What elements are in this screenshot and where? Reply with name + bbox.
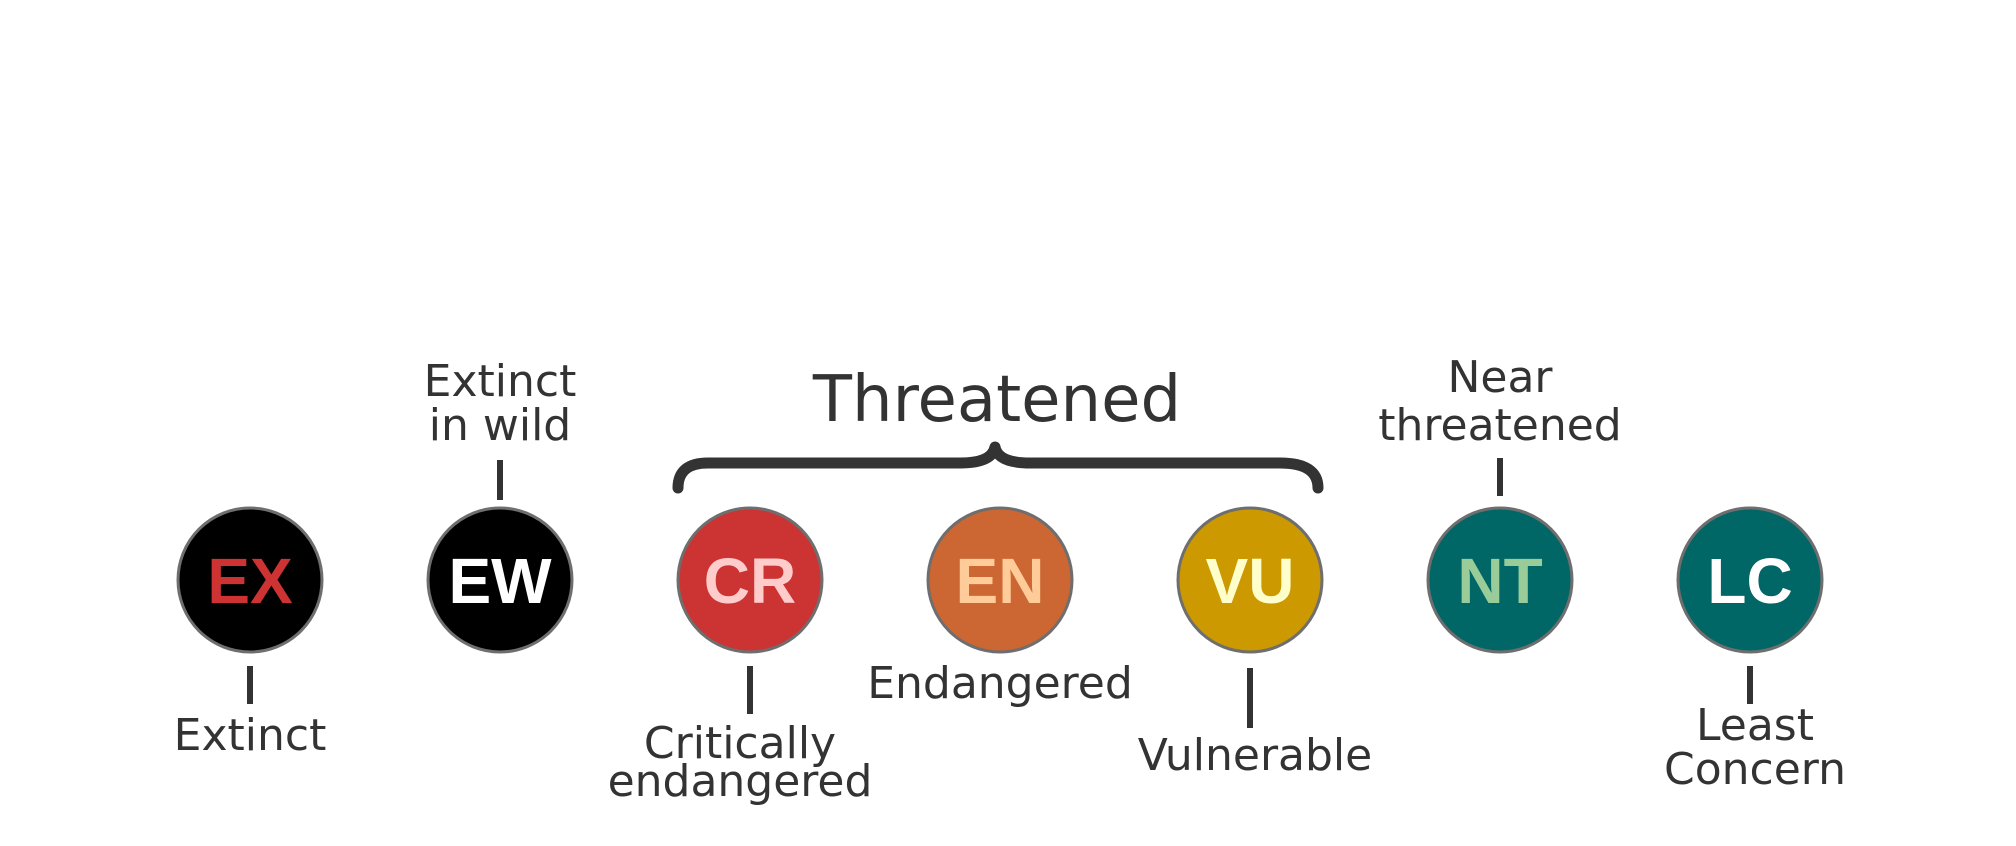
cr-name-line-1: Critically [644, 718, 836, 769]
ex-name-line-1: Extinct [174, 710, 327, 761]
threatened-brace [672, 441, 1324, 494]
lc-name-line-2: Concern [1664, 744, 1846, 795]
vu-code-label: VU [1206, 545, 1295, 617]
lc-name-line-1: Least [1696, 700, 1814, 751]
ew-code-label: EW [448, 545, 552, 617]
threatened-group-label: Threatened [812, 363, 1181, 437]
category-ex: EX Extinct [174, 506, 327, 761]
vu-badge-circle [1176, 506, 1324, 654]
ew-badge-circle [426, 506, 574, 654]
lc-code-label: LC [1707, 545, 1792, 617]
vu-name-line-1: Vulnerable [1138, 730, 1372, 781]
ew-name-line-2: in wild [429, 400, 571, 451]
en-badge-circle [926, 506, 1074, 654]
cr-name-line-2: endangered [608, 756, 873, 807]
lc-badge-circle [1676, 506, 1824, 654]
cr-code-label: CR [704, 545, 796, 617]
en-name-line-1: Endangered [867, 658, 1133, 709]
en-code-label: EN [956, 545, 1045, 617]
ex-badge-circle [176, 506, 324, 654]
cr-badge-circle [676, 506, 824, 654]
nt-name-line-1: Near [1447, 352, 1553, 403]
category-vu: VU Vulnerable [1138, 506, 1372, 781]
ex-code-label: EX [207, 545, 293, 617]
ew-name-line-1: Extinct [424, 356, 577, 407]
nt-code-label: NT [1457, 545, 1542, 617]
category-en: EN Endangered [867, 506, 1133, 709]
nt-name-line-2: threatened [1378, 400, 1622, 451]
nt-badge-circle [1426, 506, 1574, 654]
